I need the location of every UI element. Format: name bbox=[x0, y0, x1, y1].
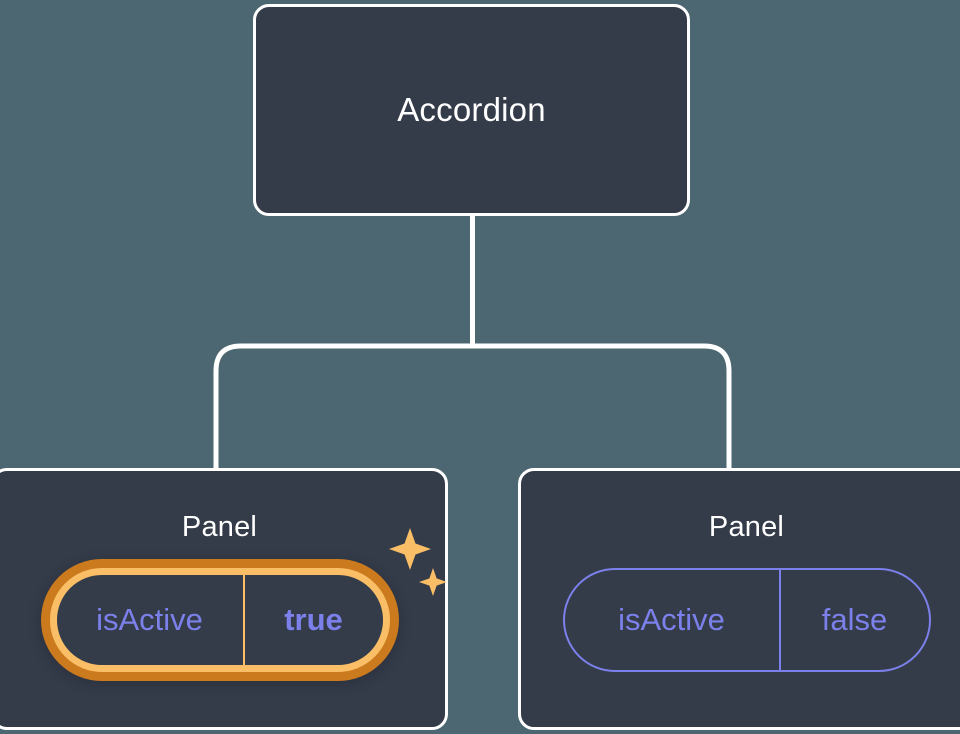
prop-key: isActive bbox=[618, 602, 725, 637]
prop-pill-wrap: isActive true bbox=[49, 528, 447, 672]
prop-pill-highlighted[interactable]: isActive true bbox=[49, 568, 390, 672]
prop-pill[interactable]: isActive false bbox=[562, 568, 931, 672]
tree-node-panel-inactive[interactable]: Panel isActive false bbox=[518, 468, 960, 730]
node-title: Panel bbox=[708, 511, 785, 543]
prop-value: true bbox=[242, 575, 383, 665]
node-title: Accordion bbox=[397, 91, 546, 128]
tree-node-accordion[interactable]: Accordion bbox=[253, 4, 690, 216]
sparkles-icon bbox=[388, 528, 447, 596]
prop-value: false bbox=[778, 570, 929, 670]
prop-pill-wrap: isActive false bbox=[562, 568, 931, 672]
node-title: Panel bbox=[181, 511, 258, 543]
prop-key: isActive bbox=[96, 602, 203, 637]
tree-node-panel-active[interactable]: Panel isActive true bbox=[0, 468, 448, 730]
